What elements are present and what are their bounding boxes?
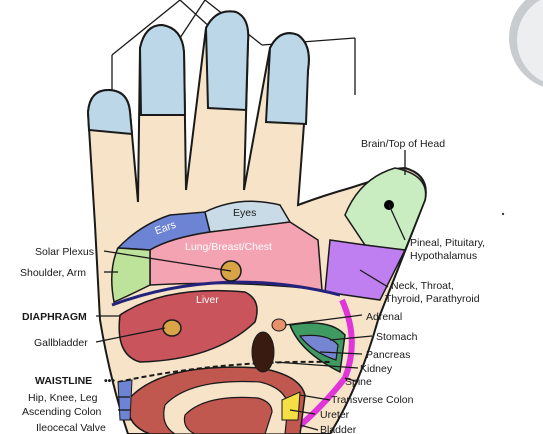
liver-zone xyxy=(118,289,258,363)
shoulder-arm-label: Shoulder, Arm xyxy=(20,267,86,279)
leader-lines xyxy=(95,150,406,431)
kidney-zone xyxy=(251,331,275,373)
thyroid-label: Thyroid, Parathyroid xyxy=(385,293,480,305)
ileocecal-valve-label: Ileocecal Valve xyxy=(36,422,106,434)
lung-label: Lung/Breast/Chest xyxy=(185,241,272,253)
pineal-label: Pineal, Pituitary, xyxy=(410,237,485,249)
shoulder-arm-zone xyxy=(111,247,151,304)
hip-knee-leg-label: Hip, Knee, Leg xyxy=(28,392,98,404)
ureter-label: Ureter xyxy=(320,409,350,421)
bladder-label: Bladder xyxy=(320,424,357,434)
hypothalamus-label: Hypothalamus xyxy=(410,250,477,262)
brain-label: Brain/Top of Head xyxy=(361,138,445,150)
solar-plexus-label: Solar Plexus xyxy=(35,246,94,258)
waistline-dots: ••• xyxy=(104,375,115,387)
gallbladder-label: Gallbladder xyxy=(34,337,88,349)
waistline-label: WAISTLINE xyxy=(35,375,92,387)
eyes-label: Eyes xyxy=(233,207,256,219)
diaphragm-line xyxy=(111,280,341,307)
kidney-label: Kidney xyxy=(360,363,393,375)
middle-fingertip xyxy=(204,10,250,112)
transverse-colon-label: Transverse Colon xyxy=(331,394,414,406)
adrenal-zone xyxy=(271,318,287,332)
gallbladder-point xyxy=(162,319,182,337)
neck-label: Neck, Throat, xyxy=(391,280,454,292)
index-fingertip xyxy=(264,32,310,126)
spine-label: Spine xyxy=(345,376,372,388)
pinky-fingertip xyxy=(86,88,134,136)
ring-fingertip xyxy=(138,23,187,116)
colon-inner-loop xyxy=(183,396,273,434)
ascending-colon-label: Ascending Colon xyxy=(22,406,102,418)
waistline-line xyxy=(117,360,331,383)
ureter-zone xyxy=(281,391,301,421)
liver-label: Liver xyxy=(196,294,219,306)
diaphragm-label: DIAPHRAGM xyxy=(22,311,87,323)
speck xyxy=(501,212,505,216)
stomach-label: Stomach xyxy=(376,331,418,343)
corner-circle-button[interactable] xyxy=(503,0,543,90)
hip-knee-leg-zone xyxy=(117,379,133,421)
pancreas-label: Pancreas xyxy=(366,349,410,361)
adrenal-label: Adrenal xyxy=(366,311,402,323)
